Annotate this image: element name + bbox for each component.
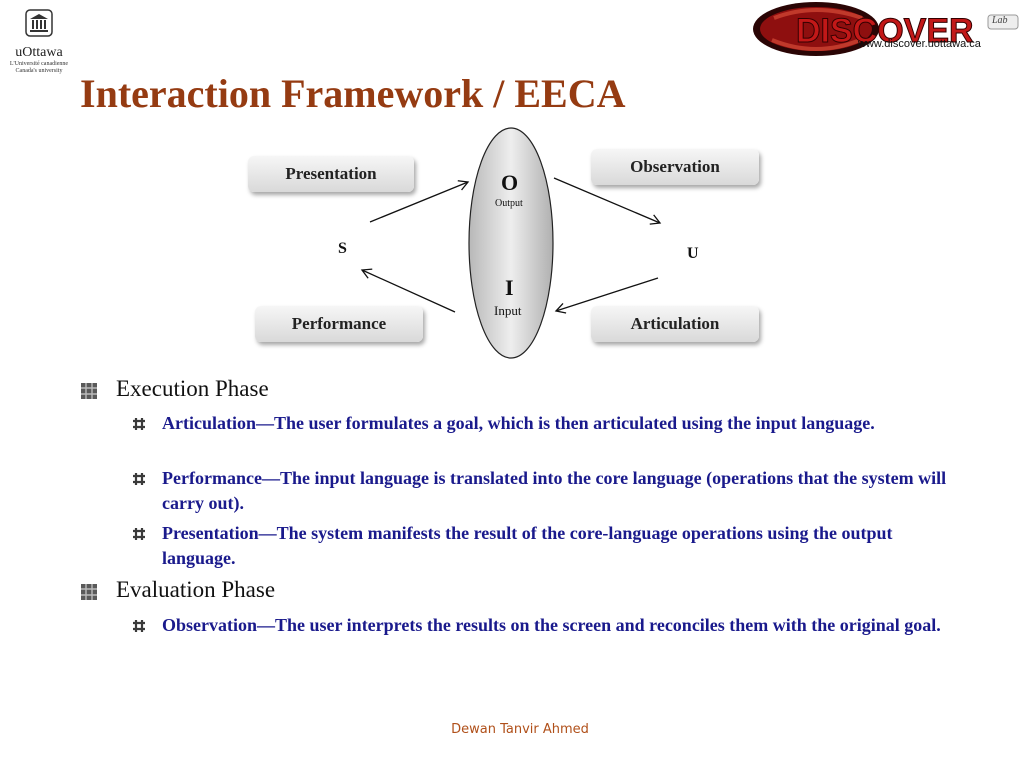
- university-building-icon: [25, 9, 53, 37]
- hash-subbullet-icon: [133, 528, 145, 540]
- discover-lab-badge: Lab: [992, 15, 1008, 26]
- page-title: Interaction Framework / EECA: [80, 71, 626, 116]
- performance-box: Performance: [255, 306, 423, 342]
- uottawa-tagline-en: Canada's university: [15, 68, 63, 74]
- output-label-o: O: [501, 170, 519, 195]
- output-label: Output: [495, 198, 523, 209]
- system-label-s: S: [338, 240, 347, 257]
- bullet-execution-phase: Execution Phase: [80, 376, 269, 405]
- discover-url: www.discover.uottawa.ca: [858, 38, 981, 50]
- arrow-output-to-u: [553, 177, 662, 225]
- input-label: Input: [494, 303, 522, 318]
- hash-subbullet-icon: [133, 620, 145, 632]
- bullet-mark-icon: [80, 577, 116, 606]
- subbullet-articulation: Articulation—The user formulates a goal,…: [132, 411, 962, 436]
- input-label-i: I: [505, 275, 514, 300]
- subbullet-performance: Performance—The input language is transl…: [132, 466, 962, 516]
- arrow-u-to-input: [554, 277, 659, 314]
- subbullet-mark: [132, 613, 162, 638]
- uottawa-logo: uOttawa L'Université canadienne Canada's…: [8, 8, 70, 80]
- subbullet-mark: [132, 466, 162, 516]
- bullet-heading: Evaluation Phase: [116, 577, 276, 602]
- subbullet-text: Articulation—The user formulates a goal,…: [162, 413, 875, 433]
- presentation-box: Presentation: [248, 156, 414, 192]
- subbullet-mark: [132, 521, 162, 571]
- arrow-s-to-output: [369, 180, 470, 223]
- footer-author: Dewan Tanvir Ahmed: [451, 722, 589, 737]
- svg-text:DISCOVER: DISCOVER: [796, 12, 974, 50]
- hash-subbullet-icon: [133, 473, 145, 485]
- discover-logo-graphic: DISCOVER: [753, 2, 1019, 56]
- subbullet-presentation: Presentation—The system manifests the re…: [132, 521, 962, 571]
- subbullet-text: Presentation—The system manifests the re…: [162, 523, 893, 568]
- uottawa-name: uOttawa: [15, 45, 63, 60]
- bullet-evaluation-phase: Evaluation Phase: [80, 577, 275, 606]
- observation-box: Observation: [591, 149, 759, 185]
- bullet-heading: Execution Phase: [116, 376, 269, 401]
- subbullet-observation: Observation—The user interprets the resu…: [132, 613, 962, 638]
- articulation-box: Articulation: [591, 306, 759, 342]
- hash-subbullet-icon: [133, 418, 145, 430]
- uottawa-tagline-fr: L'Université canadienne: [9, 61, 69, 67]
- subbullet-text: Observation—The user interprets the resu…: [162, 615, 941, 635]
- subbullet-text: Performance—The input language is transl…: [162, 468, 947, 513]
- arrow-input-to-s: [360, 268, 456, 313]
- user-label-u: U: [687, 245, 699, 262]
- bullet-mark-icon: [80, 376, 116, 405]
- hash-bullet-icon: [81, 383, 97, 399]
- subbullet-mark: [132, 411, 162, 436]
- system-ellipse: [468, 127, 554, 359]
- hash-bullet-icon: [81, 584, 97, 600]
- discover-lab-logo: DISCOVER Lab www.discover.uottawa.ca: [752, 0, 1022, 60]
